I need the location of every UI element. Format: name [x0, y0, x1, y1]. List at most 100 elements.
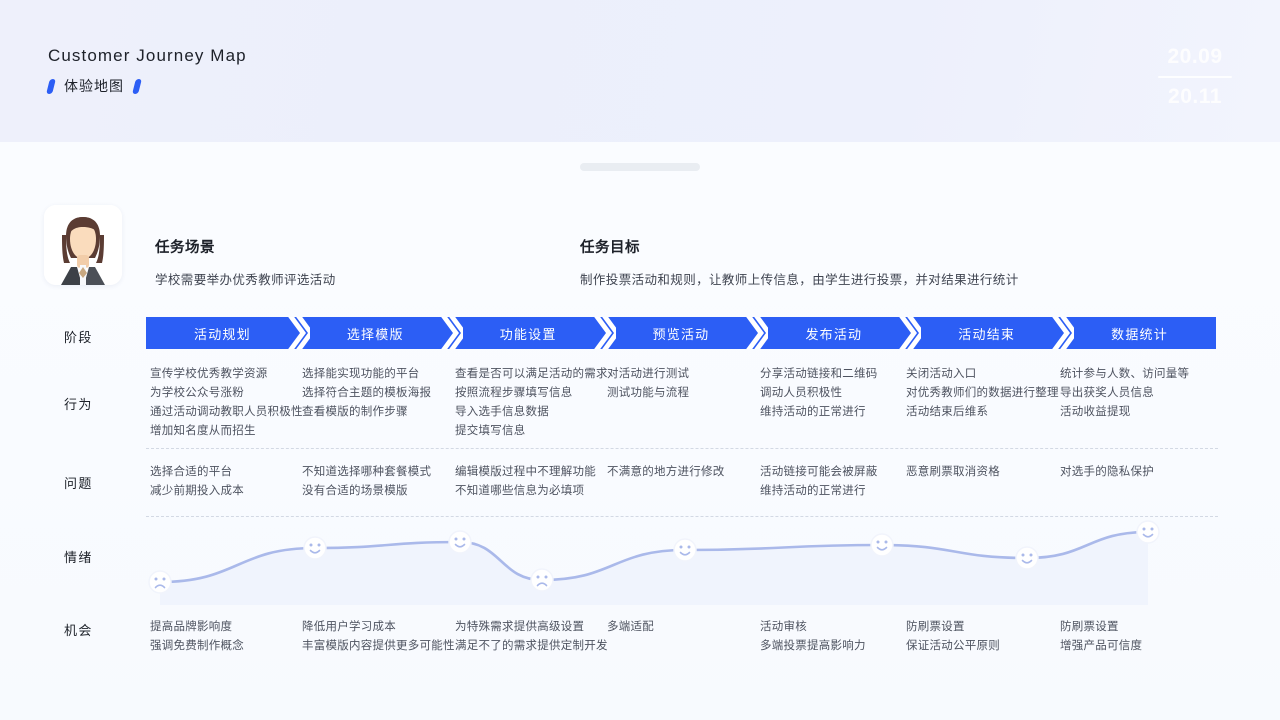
behavior-item: 维持活动的正常进行	[760, 406, 866, 418]
problem-item: 没有合适的场景模版	[302, 485, 408, 497]
behavior-col-4: 对活动进行测试测试功能与流程	[607, 365, 689, 403]
opportunity-item: 满足不了的需求提供定制开发	[455, 640, 608, 652]
scenario-text: 学校需要举办优秀教师评选活动	[155, 273, 336, 287]
chevron-separator-icon	[899, 317, 922, 349]
female-avatar-icon	[44, 205, 122, 285]
behavior-item: 导出获奖人员信息	[1060, 387, 1154, 399]
scenario-block: 任务场景 学校需要举办优秀教师评选活动	[155, 236, 336, 288]
problem-col-1: 选择合适的平台减少前期投入成本	[150, 463, 244, 501]
opportunity-item: 多端适配	[607, 621, 654, 633]
problem-item: 编辑模版过程中不理解功能	[455, 466, 596, 478]
goal-text: 制作投票活动和规则，让教师上传信息，由学生进行投票，并对结果进行统计	[580, 273, 1019, 287]
journey-board	[0, 142, 1280, 720]
slash-decoration-left-icon	[46, 78, 56, 94]
problem-item: 不知道哪些信息为必填项	[455, 485, 585, 497]
opportunity-item: 为特殊需求提供高级设置	[455, 621, 585, 633]
date-range: 20.09 20.11	[1158, 44, 1232, 110]
opportunity-item: 多端投票提高影响力	[760, 640, 866, 652]
row-label-emotion: 情绪	[64, 550, 93, 565]
opportunity-col-6: 防刷票设置保证活动公平原则	[906, 618, 1000, 656]
behavior-item: 对活动进行测试	[607, 368, 690, 380]
row-label-behavior: 行为	[64, 397, 93, 412]
problem-col-2: 不知道选择哪种套餐模式没有合适的场景模版	[302, 463, 431, 501]
behavior-item: 查看模版的制作步骤	[302, 406, 408, 418]
goal-block: 任务目标 制作投票活动和规则，让教师上传信息，由学生进行投票，并对结果进行统计	[580, 236, 1019, 288]
behavior-item: 提交填写信息	[455, 425, 526, 437]
behavior-item: 分享活动链接和二维码	[760, 368, 878, 380]
behavior-item: 统计参与人数、访问量等	[1060, 368, 1190, 380]
behavior-col-1: 宣传学校优秀教学资源为学校公众号涨粉通过活动调动教职人员积极性增加知名度从而招生	[150, 365, 303, 441]
row-label-stage: 阶段	[64, 330, 93, 345]
behavior-item: 关闭活动入口	[906, 368, 977, 380]
stage-cell-2[interactable]: 选择模版	[346, 326, 404, 342]
emotion-curve	[130, 500, 1240, 605]
opportunity-item: 保证活动公平原则	[906, 640, 1000, 652]
behavior-col-2: 选择能实现功能的平台选择符合主题的模板海报查看模版的制作步骤	[302, 365, 431, 422]
chevron-separator-icon	[440, 317, 463, 349]
date-start: 20.09	[1167, 45, 1223, 68]
problem-item: 减少前期投入成本	[150, 485, 244, 497]
page-title: Customer Journey Map	[48, 46, 247, 65]
opportunity-col-7: 防刷票设置增强产品可信度	[1060, 618, 1142, 656]
behavior-item: 调动人员积极性	[760, 387, 843, 399]
behavior-item: 选择能实现功能的平台	[302, 368, 420, 380]
stage-cell-4[interactable]: 预览活动	[652, 326, 710, 342]
problem-col-4: 不满意的地方进行修改	[607, 463, 725, 482]
page-subtitle: 体验地图	[64, 78, 124, 94]
emotion-face-happy-icon[interactable]	[1015, 546, 1039, 570]
behavior-item: 选择符合主题的模板海报	[302, 387, 432, 399]
behavior-col-5: 分享活动链接和二维码调动人员积极性维持活动的正常进行	[760, 365, 878, 422]
opportunity-col-5: 活动审核多端投票提高影响力	[760, 618, 866, 656]
emotion-line	[158, 530, 1150, 584]
problem-col-5: 活动链接可能会被屏蔽维持活动的正常进行	[760, 463, 878, 501]
behavior-item: 为学校公众号涨粉	[150, 387, 244, 399]
emotion-face-sad-icon[interactable]	[148, 570, 172, 594]
row-label-problem: 问题	[64, 476, 93, 491]
behavior-col-6: 关闭活动入口对优秀教师们的数据进行整理活动结束后维系	[906, 365, 1059, 422]
chevron-separator-icon	[288, 317, 310, 349]
emotion-face-sad-icon[interactable]	[530, 568, 554, 592]
behavior-item: 查看是否可以满足活动的需求	[455, 368, 608, 380]
opportunity-col-1: 提高品牌影响度强调免费制作概念	[150, 618, 244, 656]
opportunity-col-2: 降低用户学习成本丰富模版内容提供更多可能性	[302, 618, 455, 656]
behavior-item: 增加知名度从而招生	[150, 425, 256, 437]
goal-title: 任务目标	[580, 240, 640, 256]
behavior-item: 导入选手信息数据	[455, 406, 549, 418]
date-divider	[1158, 76, 1232, 78]
opportunity-item: 增强产品可信度	[1060, 640, 1143, 652]
avatar	[44, 205, 122, 285]
emotion-face-happy-icon[interactable]	[673, 538, 697, 562]
subtitle-row: 体验地图	[46, 76, 142, 96]
problem-item: 活动链接可能会被屏蔽	[760, 466, 878, 478]
opportunity-item: 活动审核	[760, 621, 807, 633]
stage-cell-1[interactable]: 活动规划	[194, 326, 251, 342]
behavior-col-7: 统计参与人数、访问量等导出获奖人员信息活动收益提现	[1060, 365, 1189, 422]
stage-cell-7[interactable]: 数据统计	[1111, 326, 1168, 342]
opportunity-item: 强调免费制作概念	[150, 640, 244, 652]
problem-col-7: 对选手的隐私保护	[1060, 463, 1154, 482]
chevron-separator-icon	[746, 317, 769, 349]
opportunity-item: 防刷票设置	[1060, 621, 1119, 633]
emotion-face-happy-icon[interactable]	[1136, 520, 1160, 544]
stage-cell-6[interactable]: 活动结束	[958, 326, 1016, 342]
emotion-face-happy-icon[interactable]	[448, 530, 472, 554]
problem-item: 恶意刷票取消资格	[906, 466, 1000, 478]
behavior-item: 活动收益提现	[1060, 406, 1131, 418]
emotion-face-happy-icon[interactable]	[870, 533, 894, 557]
problem-item: 选择合适的平台	[150, 466, 233, 478]
slash-decoration-right-icon	[132, 78, 142, 94]
stage-cell-3[interactable]: 功能设置	[499, 326, 557, 342]
behavior-item: 宣传学校优秀教学资源	[150, 368, 268, 380]
chevron-separator-icon	[1052, 317, 1075, 349]
problem-item: 对选手的隐私保护	[1060, 466, 1154, 478]
chevron-separator-icon	[593, 317, 616, 349]
emotion-face-happy-icon[interactable]	[303, 536, 327, 560]
opportunity-item: 防刷票设置	[906, 621, 965, 633]
opportunity-item: 丰富模版内容提供更多可能性	[302, 640, 455, 652]
row-label-opportunity: 机会	[64, 623, 93, 638]
stage-cell-5[interactable]: 发布活动	[805, 326, 863, 342]
page-header: Customer Journey Map 体验地图 20.09 20.11	[0, 0, 1280, 142]
problem-item: 不满意的地方进行修改	[607, 466, 725, 478]
behavior-col-3: 查看是否可以满足活动的需求按照流程步骤填写信息导入选手信息数据提交填写信息	[455, 365, 608, 441]
drag-handle[interactable]	[580, 163, 700, 171]
